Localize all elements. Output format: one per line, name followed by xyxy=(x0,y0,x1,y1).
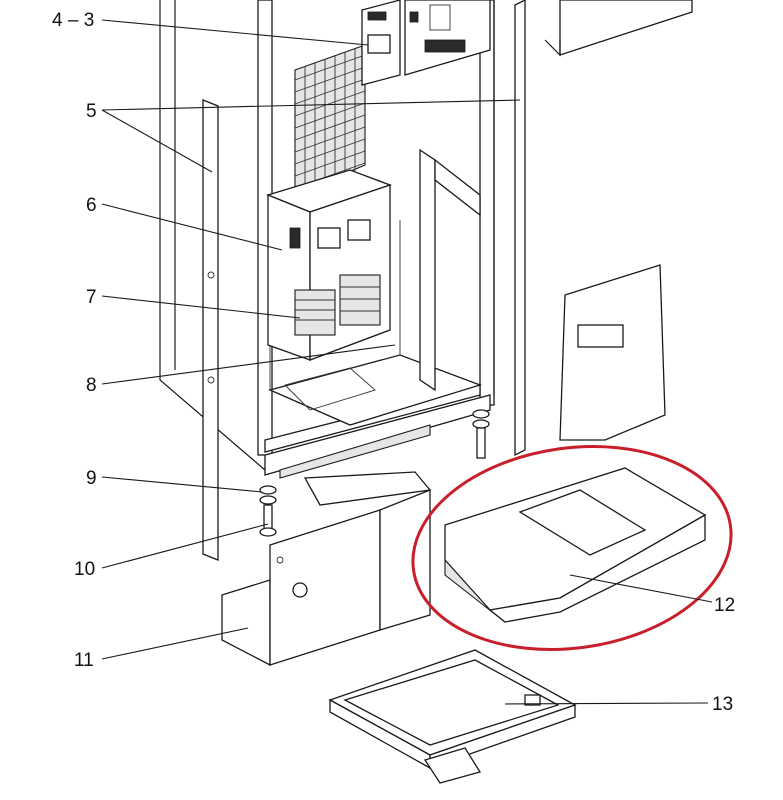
callout-11: 11 xyxy=(74,650,94,671)
highlight-ellipse xyxy=(411,445,733,651)
tray-part xyxy=(444,467,707,623)
left-rail xyxy=(202,99,219,561)
callout-8: 8 xyxy=(86,375,97,396)
callout-13: 13 xyxy=(712,694,733,715)
transformers xyxy=(294,274,381,336)
callout-10: 10 xyxy=(74,559,95,580)
right-rail xyxy=(514,0,526,457)
side-panel xyxy=(559,264,666,441)
callout-labels: 4 – 3 5 6 7 8 9 10 11 12 13 xyxy=(52,10,735,715)
feet-bolts xyxy=(259,409,490,537)
base-housing xyxy=(221,471,432,667)
drip-pan xyxy=(328,649,577,784)
top-bracket xyxy=(544,0,693,57)
inner-bracket xyxy=(419,148,481,392)
callout-5: 5 xyxy=(86,101,97,122)
callout-4-3: 4 – 3 xyxy=(52,10,94,31)
callout-7: 7 xyxy=(86,287,97,308)
callout-9: 9 xyxy=(86,468,97,489)
circuit-board-upper xyxy=(361,0,491,86)
leader-lines xyxy=(101,19,713,705)
callout-6: 6 xyxy=(86,195,97,216)
callout-12: 12 xyxy=(714,595,735,616)
ventilation-grille xyxy=(294,44,366,196)
